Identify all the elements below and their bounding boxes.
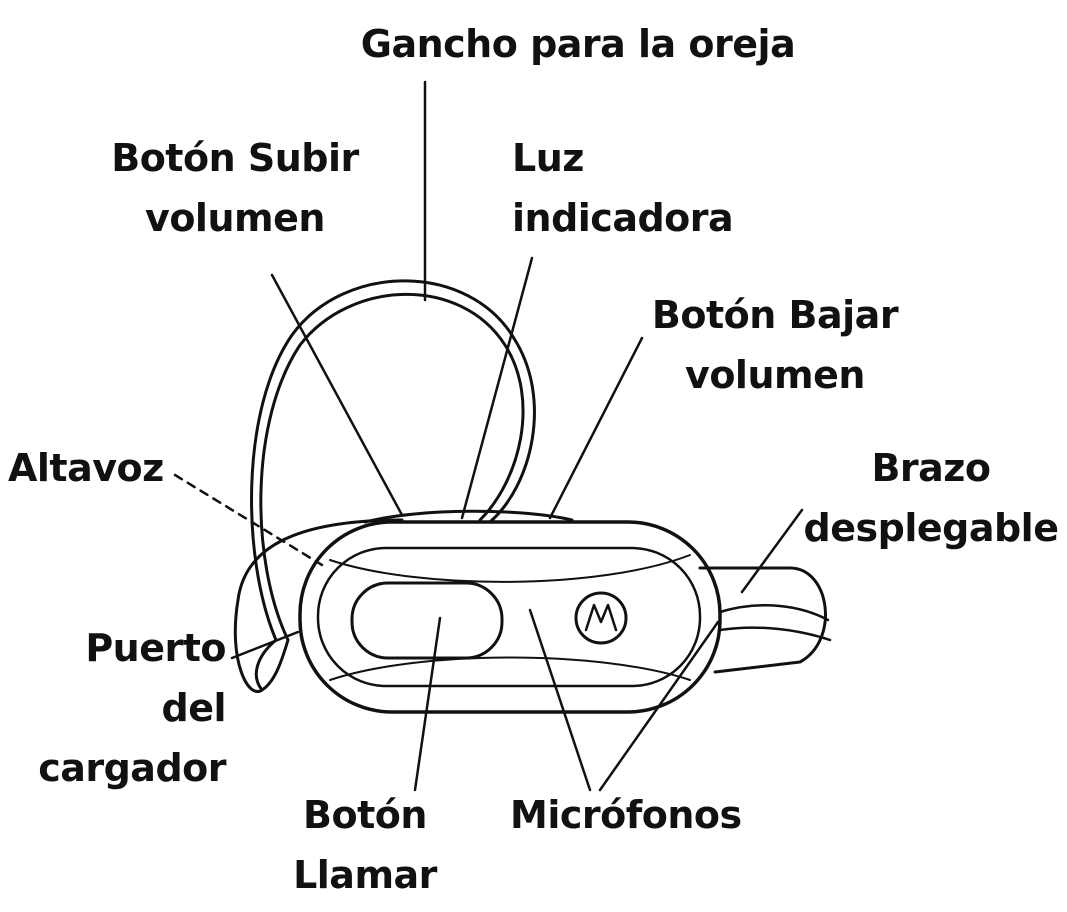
microphone-leader-2 (598, 620, 720, 792)
ear-hook-drawing (233, 279, 536, 693)
boom-arm-leader (740, 508, 804, 594)
label-charger-port-line-3: cargador (38, 746, 226, 790)
boom-arm-drawing (698, 566, 832, 674)
label-call-button-line-1: Botón (303, 793, 427, 837)
microphone-leader-1 (528, 608, 592, 792)
label-call-button: Botón Llamar (280, 785, 450, 905)
label-indicator-light: Luz indicadora (512, 128, 734, 248)
label-volume-down-line-2: volumen (685, 353, 865, 397)
volume-up-leader (270, 273, 404, 517)
label-indicator-light-line-1: Luz (512, 136, 584, 180)
logo-drawing (574, 591, 628, 645)
charger-port-leader (230, 630, 300, 660)
label-volume-up: Botón Subir volumen (100, 128, 370, 248)
label-call-button-line-2: Llamar (293, 853, 437, 897)
label-volume-down: Botón Bajar volumen (640, 285, 910, 405)
label-indicator-light-line-2: indicadora (512, 196, 734, 240)
label-boom-arm-line-1: Brazo (871, 446, 991, 490)
label-charger-port-line-2: del (161, 686, 227, 730)
call-button-leader (413, 616, 442, 792)
label-ear-hook-text: Gancho para la oreja (360, 22, 796, 66)
label-charger-port: Puerto del cargador (20, 618, 226, 798)
label-volume-down-line-1: Botón Bajar (651, 293, 899, 337)
label-ear-hook: Gancho para la oreja (360, 14, 796, 74)
label-boom-arm-line-2: desplegable (803, 506, 1059, 550)
headset-body-drawing (298, 509, 722, 714)
label-boom-arm: Brazo desplegable (800, 438, 1062, 558)
label-charger-port-line-1: Puerto (85, 626, 226, 670)
label-volume-up-line-2: volumen (145, 196, 325, 240)
label-speaker: Altavoz (8, 438, 164, 498)
label-microphones: Micrófonos (510, 785, 742, 845)
label-speaker-text: Altavoz (8, 446, 164, 490)
volume-down-leader (548, 336, 644, 520)
leader-lines (173, 80, 804, 792)
label-microphones-text: Micrófonos (510, 793, 742, 837)
indicator-light-leader (460, 256, 534, 520)
label-volume-up-line-1: Botón Subir (111, 136, 359, 180)
speaker-leader (173, 473, 324, 567)
